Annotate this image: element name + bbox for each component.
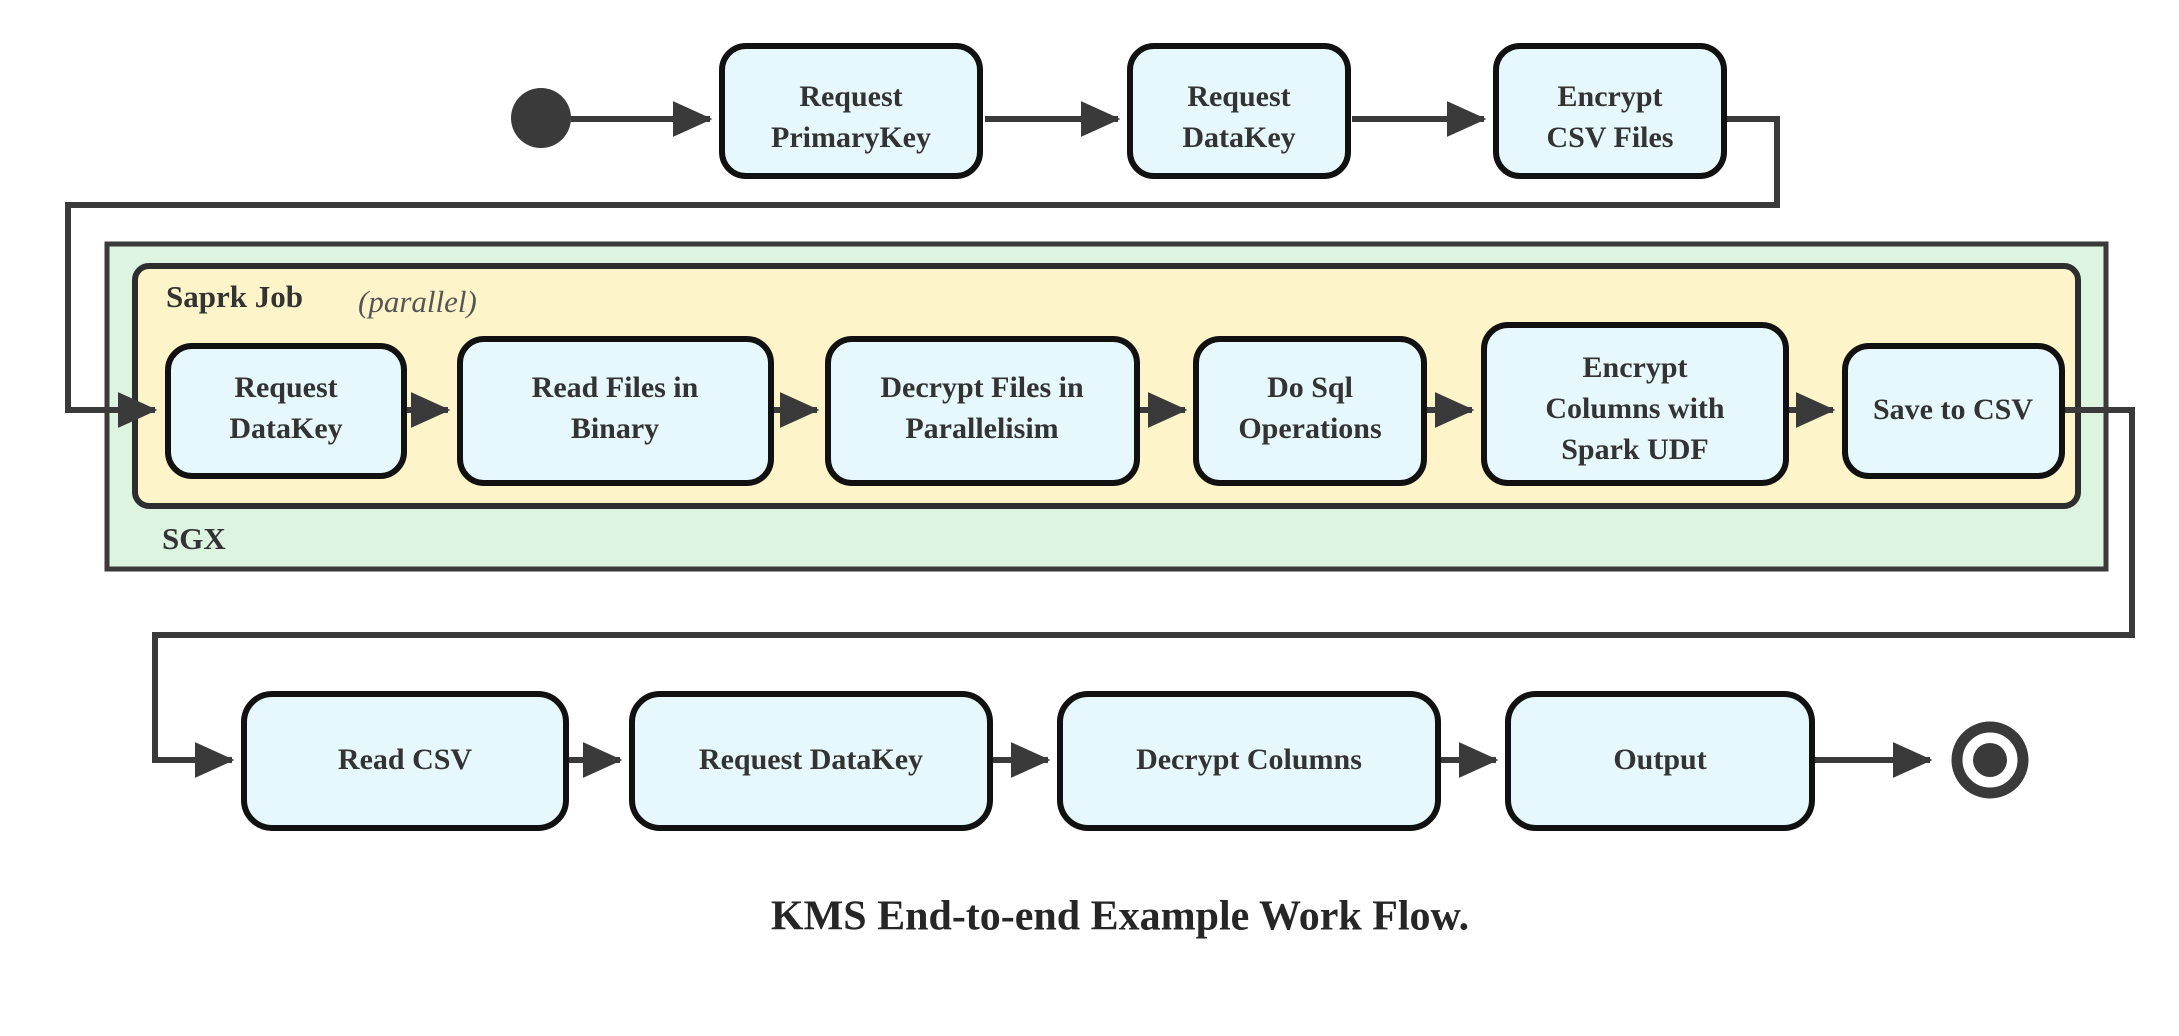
node-read-csv[interactable]: Read CSV [241,691,569,831]
node-request-primarykey-rect[interactable] [719,43,983,179]
node-decrypt-files-in-parallelisim-line1: Decrypt Files in [880,371,1084,404]
node-output-line1: Output [1613,743,1706,776]
node-encrypt-columns-with-spark-udf[interactable]: Encrypt Columns with Spark UDF [1481,322,1789,486]
node-read-files-in-binary-line1: Read Files in [532,371,699,404]
node-save-to-csv-rect[interactable] [1842,343,2065,479]
node-decrypt-columns[interactable]: Decrypt Columns [1057,691,1441,831]
node-read-files-in-binary-line2: Binary [571,412,659,445]
node-request-datakey-spark-line1: Request [234,371,337,404]
node-decrypt-columns-line1: Decrypt Columns [1136,743,1362,776]
node-output-rect[interactable] [1505,691,1815,831]
node-do-sql-operations-line2: Operations [1238,412,1381,445]
node-request-primarykey-line2: PrimaryKey [771,121,931,154]
node-request-datakey-top-line1: Request [1187,80,1290,113]
spark-label-bold: Saprk Job [166,279,303,314]
node-read-csv-line1: Read CSV [338,743,473,776]
end-inner-dot [1973,743,2007,777]
node-decrypt-columns-rect[interactable] [1057,691,1441,831]
node-request-datakey-top-rect[interactable] [1127,43,1351,179]
node-request-datakey-bottom-rect[interactable] [629,691,993,831]
node-do-sql-operations-line1: Do Sql [1267,371,1353,404]
node-encrypt-csv-files-rect[interactable] [1493,43,1727,179]
end-outer-ring [1951,721,2029,799]
start-circle [511,88,571,148]
node-output[interactable]: Output [1505,691,1815,831]
node-encrypt-csv-files-line1: Encrypt [1558,80,1663,113]
spark-label-parallel: (parallel) [358,284,477,319]
node-encrypt-columns-line3: Spark UDF [1561,433,1709,466]
edge-save-csv-to-read-csv [152,407,2135,778]
node-request-datakey-top[interactable]: Request DataKey [1127,43,1351,179]
node-request-datakey-bottom[interactable]: Request DataKey [629,691,993,831]
end-node [1951,721,2029,799]
node-request-primarykey[interactable]: Request PrimaryKey [719,43,983,179]
node-read-files-in-binary[interactable]: Read Files in Binary [457,336,774,486]
node-request-datakey-spark-rect[interactable] [165,343,407,479]
node-decrypt-files-in-parallelisim-rect[interactable] [825,336,1140,486]
node-save-to-csv-line1: Save to CSV [1873,393,2033,426]
node-encrypt-columns-line1: Encrypt [1583,351,1688,384]
node-decrypt-files-in-parallelisim[interactable]: Decrypt Files in Parallelisim [825,336,1140,486]
node-read-files-in-binary-rect[interactable] [457,336,774,486]
sgx-label: SGX [162,521,226,556]
node-request-datakey-bottom-line1: Request DataKey [699,743,923,776]
node-request-datakey-spark[interactable]: Request DataKey [165,343,407,479]
node-read-csv-rect[interactable] [241,691,569,831]
node-decrypt-files-in-parallelisim-line2: Parallelisim [905,412,1058,445]
node-save-to-csv[interactable]: Save to CSV [1842,343,2065,479]
node-encrypt-columns-with-spark-udf-rect[interactable] [1481,322,1789,486]
node-request-datakey-top-line2: DataKey [1182,121,1295,154]
node-do-sql-operations-rect[interactable] [1193,336,1427,486]
edge-encrypt-csv-to-spark-datakey [65,116,1780,428]
node-encrypt-csv-files[interactable]: Encrypt CSV Files [1493,43,1727,179]
node-encrypt-columns-line2: Columns with [1545,392,1725,425]
node-request-primarykey-line1: Request [799,80,902,113]
diagram-caption: KMS End-to-end Example Work Flow. [771,894,1469,940]
start-node [511,88,571,148]
node-do-sql-operations[interactable]: Do Sql Operations [1193,336,1427,486]
node-encrypt-csv-files-line2: CSV Files [1547,121,1674,154]
node-request-datakey-spark-line2: DataKey [229,412,342,445]
edges [65,101,2135,778]
